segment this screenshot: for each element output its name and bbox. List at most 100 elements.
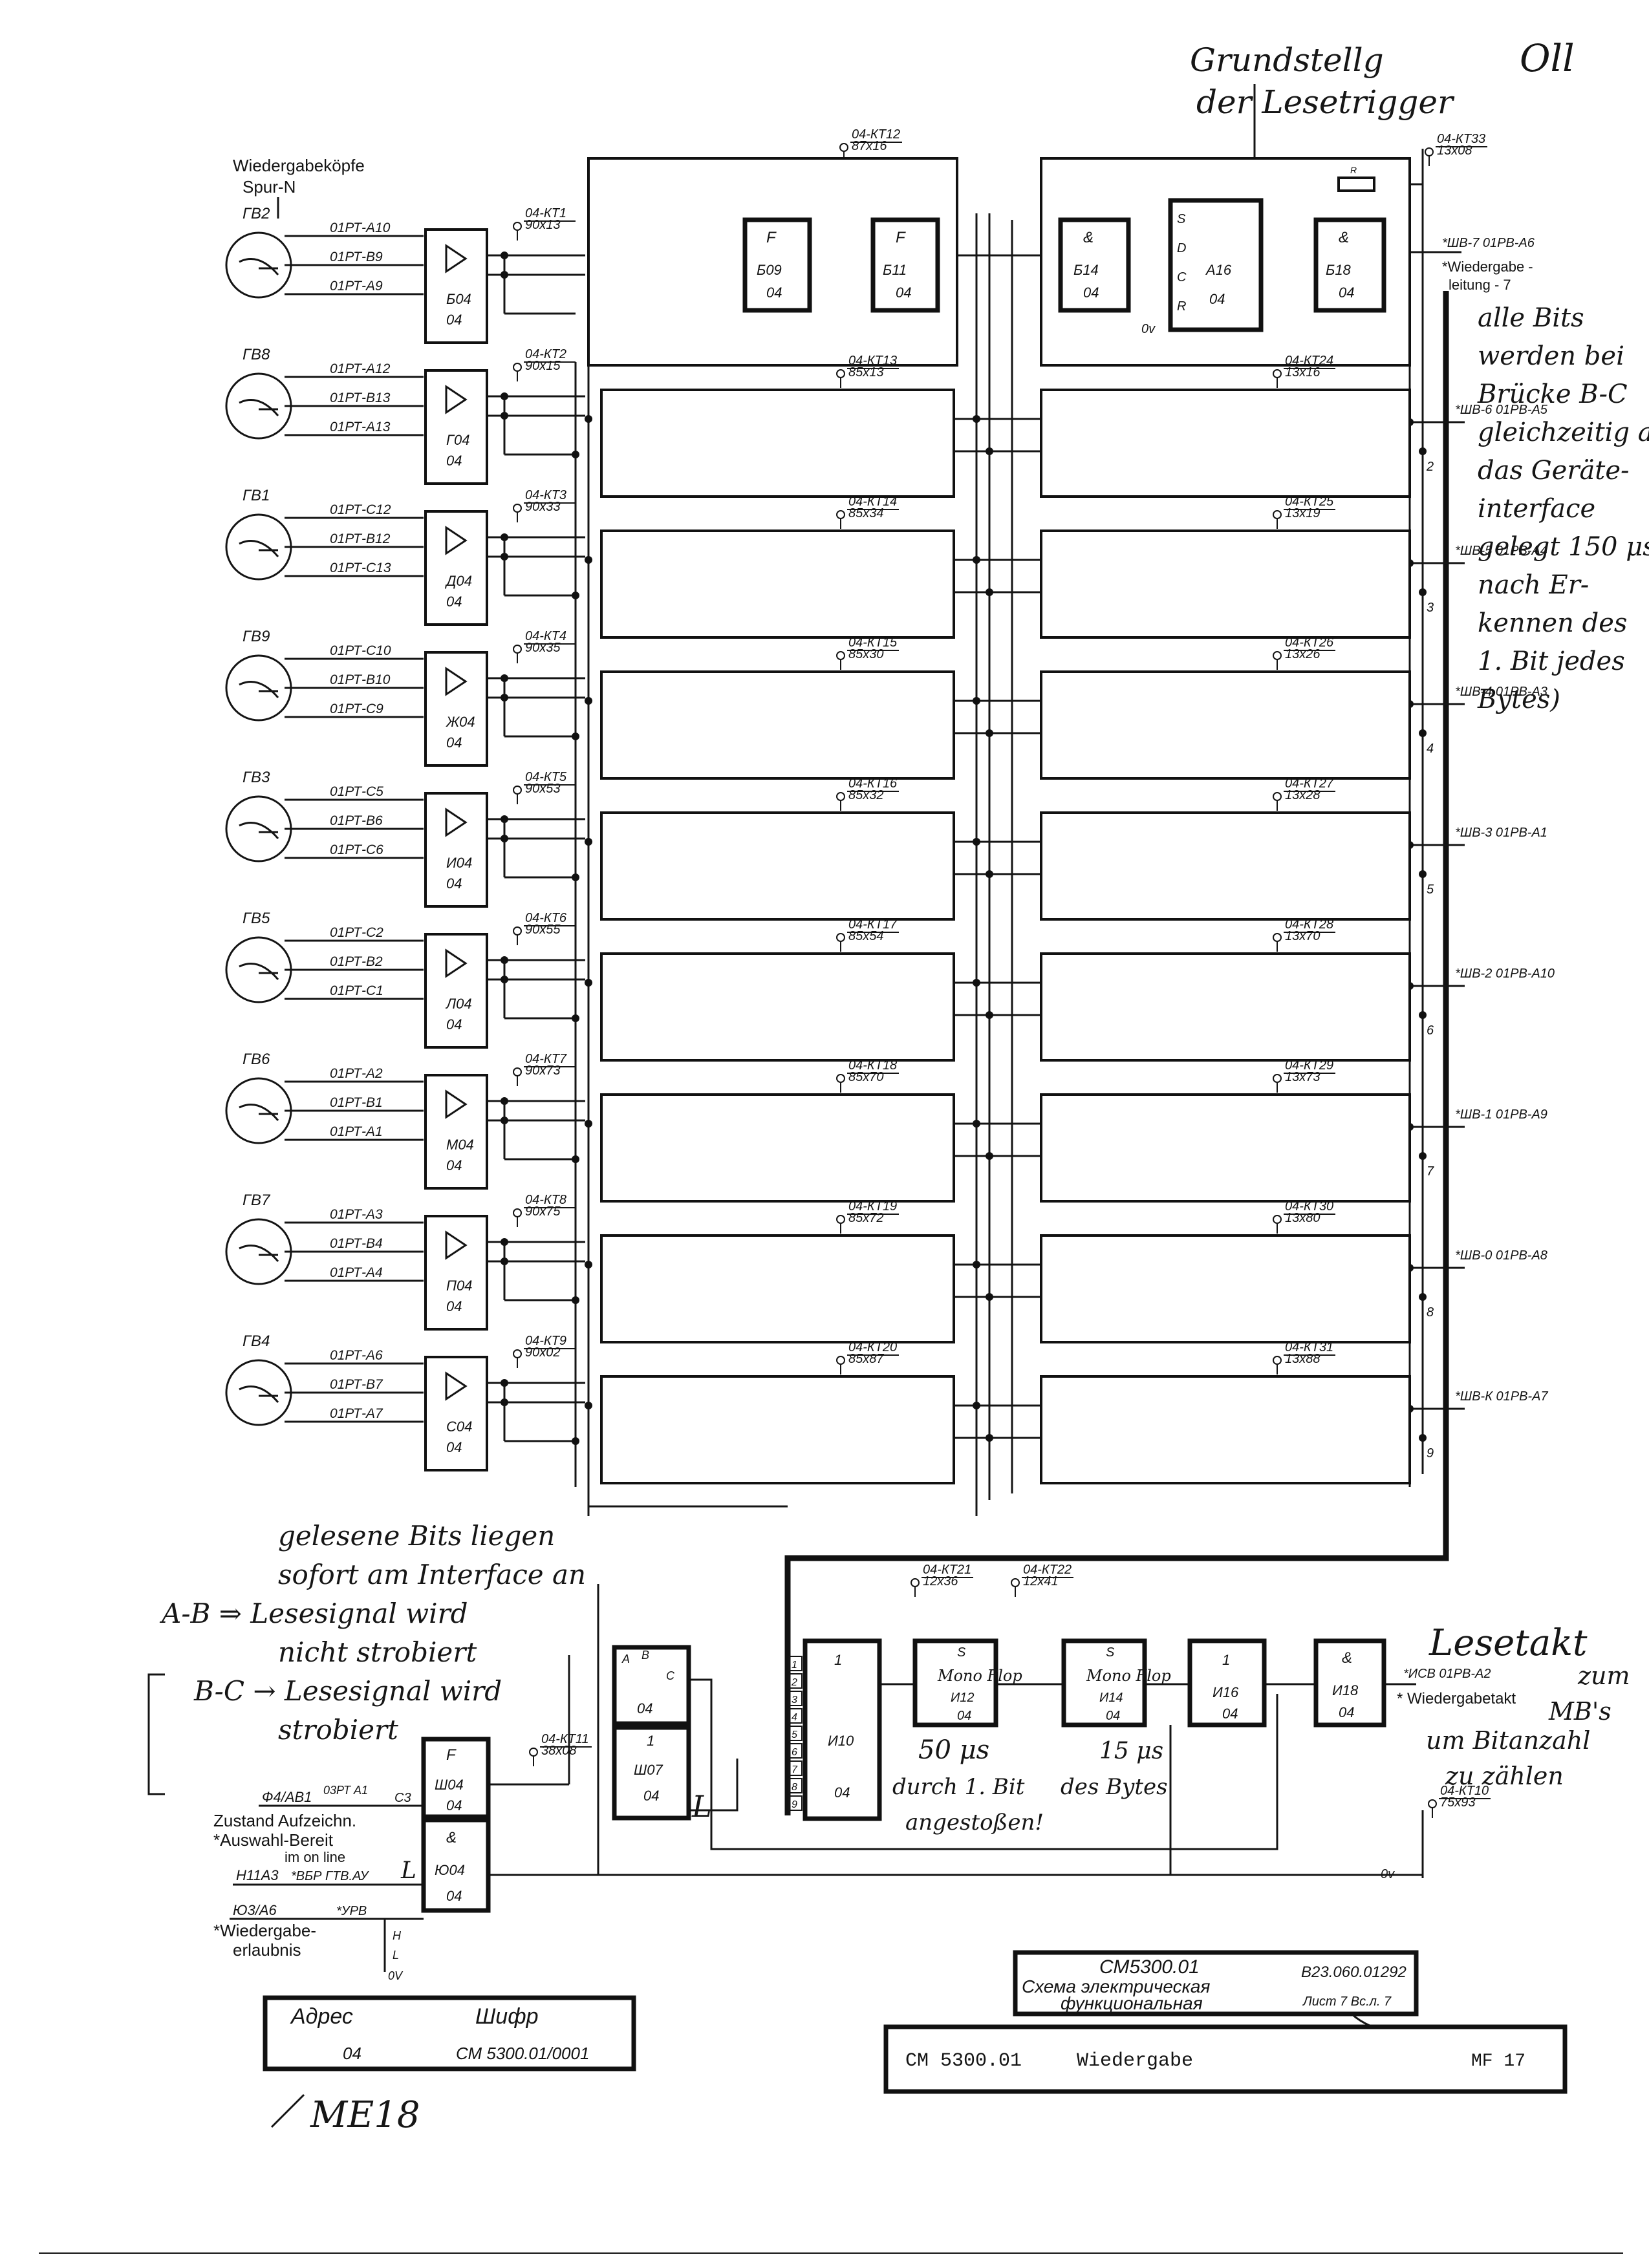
stamp-left-h1: Адрес [290,2004,353,2029]
switch-sheet: 04 [637,1700,652,1717]
ch8-amp [424,1356,488,1471]
ch5-pin-label-1: 01РТ-В2 [330,954,383,969]
ch6-tpA-label: 04-КТ18 [848,1058,897,1073]
stamp-left-arrow [270,2093,305,2128]
ch1-tpB-label: 04-КТ24 [1285,354,1333,368]
ch1-pin-label-2: 01РТ-А13 [330,420,391,434]
ch5-out-label: *ШВ-2 01РВ-А10 [1455,967,1555,981]
counter-pin-7 [788,1760,803,1776]
ch3-tpA-coord: 85х30 [848,647,884,661]
note-right-3: gleichzeitig auf [1478,418,1649,447]
note-right-4: das Geräte- [1478,456,1630,486]
ch7-bit: 8 [1427,1305,1434,1320]
ctrl-in3: Ю3/А6 [233,1902,277,1918]
ctrl-in1c: С3 [394,1791,411,1805]
ch5-bit: 6 [1427,1023,1434,1038]
ch7-head-core [239,1245,279,1262]
ch5-tp-coord: 90х55 [525,923,561,937]
top-tp-label: 04-КТ12 [852,127,900,142]
stamp-right-num: MF 17 [1471,2051,1525,2071]
counter-pin-label-2: 2 [791,1677,797,1688]
ch4-tp-label: 04-КТ5 [525,770,567,784]
ch6-latch-box [1040,1093,1411,1203]
ch2-amp [424,510,488,626]
junction-dot [986,729,993,737]
ch1-amp-triangle [445,385,468,414]
top-tp-ring [839,143,848,152]
ch7-tp-ring [513,1208,522,1217]
row1-out-label: *ШВ-7 01РВ-А6 [1442,236,1535,250]
switch-block [612,1645,691,1726]
counter-pin-label-6: 6 [792,1747,797,1758]
ch5-pin-label-0: 01РТ-С2 [330,925,383,940]
ch1-amp-name: Г04 [446,432,469,448]
ch7-amp-name: П04 [446,1278,472,1294]
ch7-tp-label: 04-КТ8 [525,1193,566,1207]
ctrl-and-name: Ю04 [435,1862,465,1878]
ch6-tpA-coord: 85х70 [848,1070,884,1084]
stamp-left-h2: Шифр [475,2004,539,2029]
ch2-pipe-box [600,530,955,639]
ctrl-in2-text: *Auswahl-Bereit [213,1830,334,1850]
note-right-9: 1. Bit jedes [1478,647,1625,676]
stamp-right-code: В23.060.01292 [1301,1963,1406,1981]
ch5-tpB-label: 04-КТ28 [1285,917,1333,932]
ch1-tpA-label: 04-КТ13 [848,354,897,368]
ch8-amp-sheet: 04 [446,1439,462,1455]
ch4-head-core [239,822,279,839]
ctrl-in2b: *ВБР ГТВ.АУ [291,1869,370,1883]
ch1-tpB-ring [1273,369,1282,378]
ch3-head-core [239,681,279,698]
counter-pin-8 [788,1778,803,1793]
f1-type: F [766,229,777,246]
inv-sheet: 04 [1222,1706,1238,1722]
title-hw-2: der Lesetrigger [1196,83,1455,121]
ch1-tp-label: 04-КТ2 [525,347,566,361]
ch2-tp-ring [513,504,522,513]
ch1-bit: 2 [1426,460,1434,474]
ch3-latch-box [1040,670,1411,780]
ch0-amp-triangle [445,244,468,273]
counter-pin-label-8: 8 [792,1782,797,1793]
f1-sheet: 04 [766,284,782,301]
junction-dot [986,1434,993,1442]
stamp-left-v2: СМ 5300.01/0001 [456,2044,589,2063]
ch8-tp-ring [513,1349,522,1358]
ch6-head-core [239,1104,279,1121]
ch6-amp-sheet: 04 [446,1157,462,1173]
inv-type: 1 [1222,1652,1230,1668]
ch4-tpB-coord: 13х28 [1285,788,1320,802]
ctrl-in2c: L [400,1857,416,1884]
mono2-sheet: 04 [1106,1709,1120,1723]
ch6-tpA-ring [836,1074,845,1083]
ctrl-in2-text2: im on line [285,1849,345,1865]
and2-block [1313,217,1386,313]
ch5-tpA-ring [836,933,845,942]
top-tp-b-ring [1425,147,1434,156]
ch6-amp [424,1074,488,1190]
ch3-head-circle [225,654,292,722]
counter-pin-label-9: 9 [792,1799,797,1810]
ch8-latch-box [1040,1375,1411,1484]
tp11-label: 04-КТ11 [541,1732,589,1746]
top-tp-coord: 87х16 [852,139,887,153]
trigger-pin-R: R [1177,299,1186,314]
ch4-tp-coord: 90х53 [525,782,561,796]
sh07-wire [689,1759,738,1812]
ch4-tpA-coord: 85х32 [848,788,884,802]
ch2-tpB-ring [1273,510,1282,519]
bottom-zero: 0v [1381,1867,1395,1881]
ch7-head-label: ГВ7 [242,1192,271,1209]
takt-hw-4: zu zählen [1445,1762,1564,1790]
ctrl-sw-l: L [393,1949,399,1962]
ch0-tp-coord: 90х13 [525,218,561,232]
ctrl-and-type: & [446,1829,457,1846]
ch3-amp-triangle [445,667,468,696]
and1-type: & [1083,229,1094,246]
ch2-amp-name: Д04 [444,573,472,589]
ch7-pin-label-2: 01РТ-А4 [330,1265,383,1280]
ch2-tpA-ring [836,510,845,519]
note-left-2: A-B ⇒ Lesesignal wird [159,1598,468,1629]
junction-dot [1419,1293,1427,1301]
ch4-out-label: *ШВ-3 01РВ-А1 [1455,826,1547,840]
